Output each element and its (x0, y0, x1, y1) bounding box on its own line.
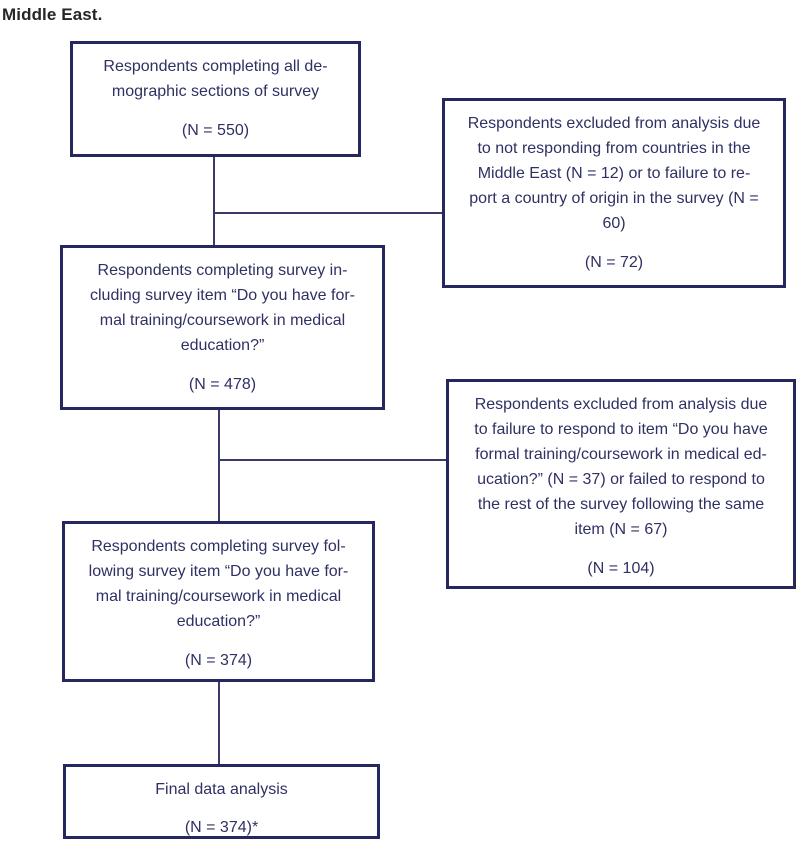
flow-box-including-item-n: (N = 478) (188, 376, 257, 393)
flow-box-following-item: Respondents completing survey fol- lowin… (62, 521, 375, 682)
connector-line-branch-2 (218, 459, 446, 461)
flow-box-excluded-item: Respondents excluded from analysis due t… (446, 379, 796, 589)
flow-box-final-analysis-text: Final data analysis (155, 781, 288, 798)
figure-title: Middle East. (2, 5, 103, 24)
connector-line-vertical-3 (218, 682, 220, 764)
flow-box-excluded-item-text: Respondents excluded from analysis due t… (474, 396, 768, 538)
connector-line-vertical-2 (218, 410, 220, 521)
connector-line-vertical-1 (213, 157, 215, 246)
flow-box-excluded-item-n: (N = 104) (587, 560, 655, 577)
flow-box-demographics: Respondents completing all de- mographic… (70, 41, 361, 157)
flow-box-excluded-country-text: Respondents excluded from analysis due t… (467, 115, 761, 232)
flow-box-following-item-n: (N = 374) (184, 652, 253, 669)
flow-box-excluded-country: Respondents excluded from analysis due t… (442, 98, 786, 288)
flow-box-excluded-country-n: (N = 72) (584, 254, 644, 271)
flow-box-including-item: Respondents completing survey in- cludin… (60, 245, 385, 410)
connector-line-branch-1 (213, 212, 442, 214)
flow-box-including-item-text: Respondents completing survey in- cludin… (90, 262, 355, 354)
flow-box-final-analysis: Final data analysis (N = 374)* (63, 764, 380, 839)
flow-box-demographics-n: (N = 550) (181, 122, 250, 139)
flow-box-demographics-text: Respondents completing all de- mographic… (103, 58, 328, 100)
flow-box-following-item-text: Respondents completing survey fol- lowin… (88, 538, 349, 630)
flow-box-final-analysis-n: (N = 374)* (184, 819, 259, 836)
